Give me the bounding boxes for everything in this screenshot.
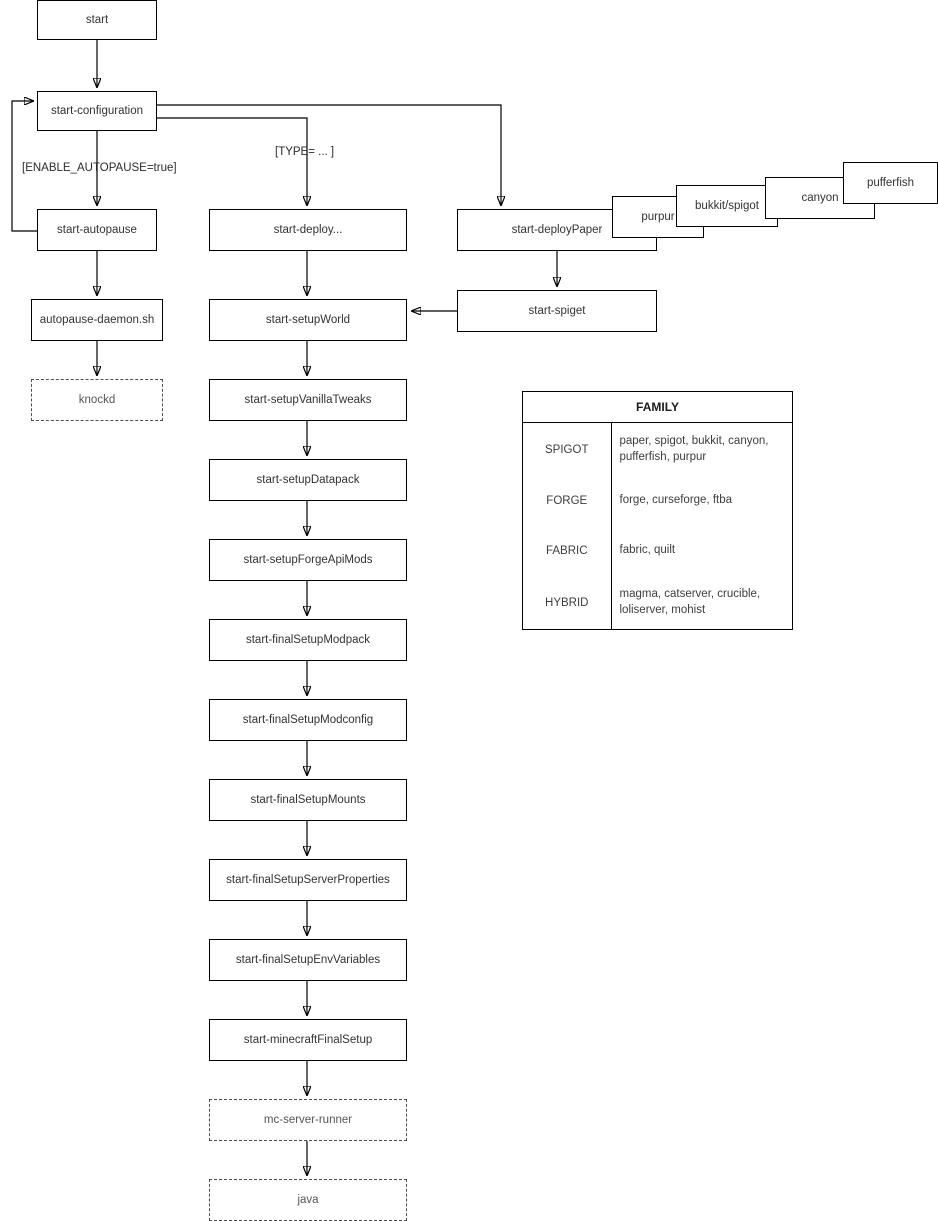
node-label: start	[85, 13, 109, 26]
family-table-head: FAMILY	[523, 392, 792, 423]
node-pufferfish[interactable]: pufferfish	[843, 162, 938, 204]
node-label: canyon	[801, 191, 839, 204]
family-value: magma, catserver, crucible, loliserver, …	[619, 588, 761, 616]
node-label: start-finalSetupModpack	[245, 633, 370, 646]
node-label: start-setupForgeApiMods	[243, 553, 373, 566]
edge-label-enable-autopause: [ENABLE_AUTOPAUSE=true]	[22, 162, 177, 174]
node-label: start-setupVanillaTweaks	[244, 393, 372, 406]
node-start-finalSetupModconfig[interactable]: start-finalSetupModconfig	[209, 699, 407, 741]
family-key: FORGE	[523, 476, 612, 527]
node-start-finalSetupServerProperties[interactable]: start-finalSetupServerProperties	[209, 859, 407, 901]
node-label: start-deployPaper	[511, 223, 603, 236]
node-label: start-setupDatapack	[256, 473, 360, 486]
node-start-autopause[interactable]: start-autopause	[37, 209, 157, 251]
family-value: paper, spigot, bukkit, canyon, pufferfis…	[619, 435, 769, 463]
node-start-setupDatapack[interactable]: start-setupDatapack	[209, 459, 407, 501]
node-label: start-deploy...	[273, 223, 343, 236]
node-start-spiget[interactable]: start-spiget	[457, 290, 657, 332]
node-label: start-setupWorld	[265, 313, 351, 326]
node-start-setupWorld[interactable]: start-setupWorld	[209, 299, 407, 341]
node-start-finalSetupModpack[interactable]: start-finalSetupModpack	[209, 619, 407, 661]
family-header-row: FAMILY	[523, 392, 792, 423]
node-start[interactable]: start	[37, 0, 157, 40]
node-start-setupVanillaTweaks[interactable]: start-setupVanillaTweaks	[209, 379, 407, 421]
node-bukkit/spigot[interactable]: bukkit/spigot	[676, 185, 778, 227]
node-label: pufferfish	[866, 176, 915, 189]
node-label: autopause-daemon.sh	[39, 313, 155, 326]
family-title: FAMILY	[523, 392, 792, 423]
family-key: HYBRID	[523, 576, 612, 630]
node-label: start-spiget	[528, 304, 586, 317]
node-label: start-minecraftFinalSetup	[243, 1033, 373, 1046]
node-label: knockd	[78, 393, 116, 406]
family-key: FABRIC	[523, 526, 612, 577]
node-mc-server-runner[interactable]: mc-server-runner	[209, 1099, 407, 1141]
edge-label-type: [TYPE= ... ]	[275, 146, 335, 158]
node-label: start-finalSetupServerProperties	[226, 873, 390, 886]
node-start-configuration[interactable]: start-configuration	[37, 91, 157, 131]
node-start-minecraftFinalSetup[interactable]: start-minecraftFinalSetup	[209, 1019, 407, 1061]
node-label: start-configuration	[50, 104, 144, 117]
node-autopause-daemon.sh[interactable]: autopause-daemon.sh	[31, 299, 163, 341]
family-row: FORGE forge, curseforge, ftba	[523, 476, 792, 527]
node-start-setupForgeApiMods[interactable]: start-setupForgeApiMods	[209, 539, 407, 581]
family-row: FABRIC fabric, quilt	[523, 526, 792, 577]
node-start-finalSetupMounts[interactable]: start-finalSetupMounts	[209, 779, 407, 821]
node-java[interactable]: java	[209, 1179, 407, 1221]
node-label: start-autopause	[57, 223, 137, 236]
node-label: mc-server-runner	[263, 1113, 353, 1126]
node-label: purpur	[641, 210, 675, 223]
family-value: forge, curseforge, ftba	[619, 494, 733, 507]
node-label: bukkit/spigot	[695, 199, 759, 212]
family-value: fabric, quilt	[619, 544, 676, 557]
node-start-deploy[interactable]: start-deploy...	[209, 209, 407, 251]
node-label: start-finalSetupMounts	[250, 793, 366, 806]
node-label: start-finalSetupModconfig	[242, 713, 374, 726]
node-start-finalSetupEnvVariables[interactable]: start-finalSetupEnvVariables	[209, 939, 407, 981]
node-knockd[interactable]: knockd	[31, 379, 163, 421]
family-key: SPIGOT	[523, 422, 612, 477]
node-label: start-finalSetupEnvVariables	[235, 953, 381, 966]
node-label: java	[297, 1193, 319, 1206]
